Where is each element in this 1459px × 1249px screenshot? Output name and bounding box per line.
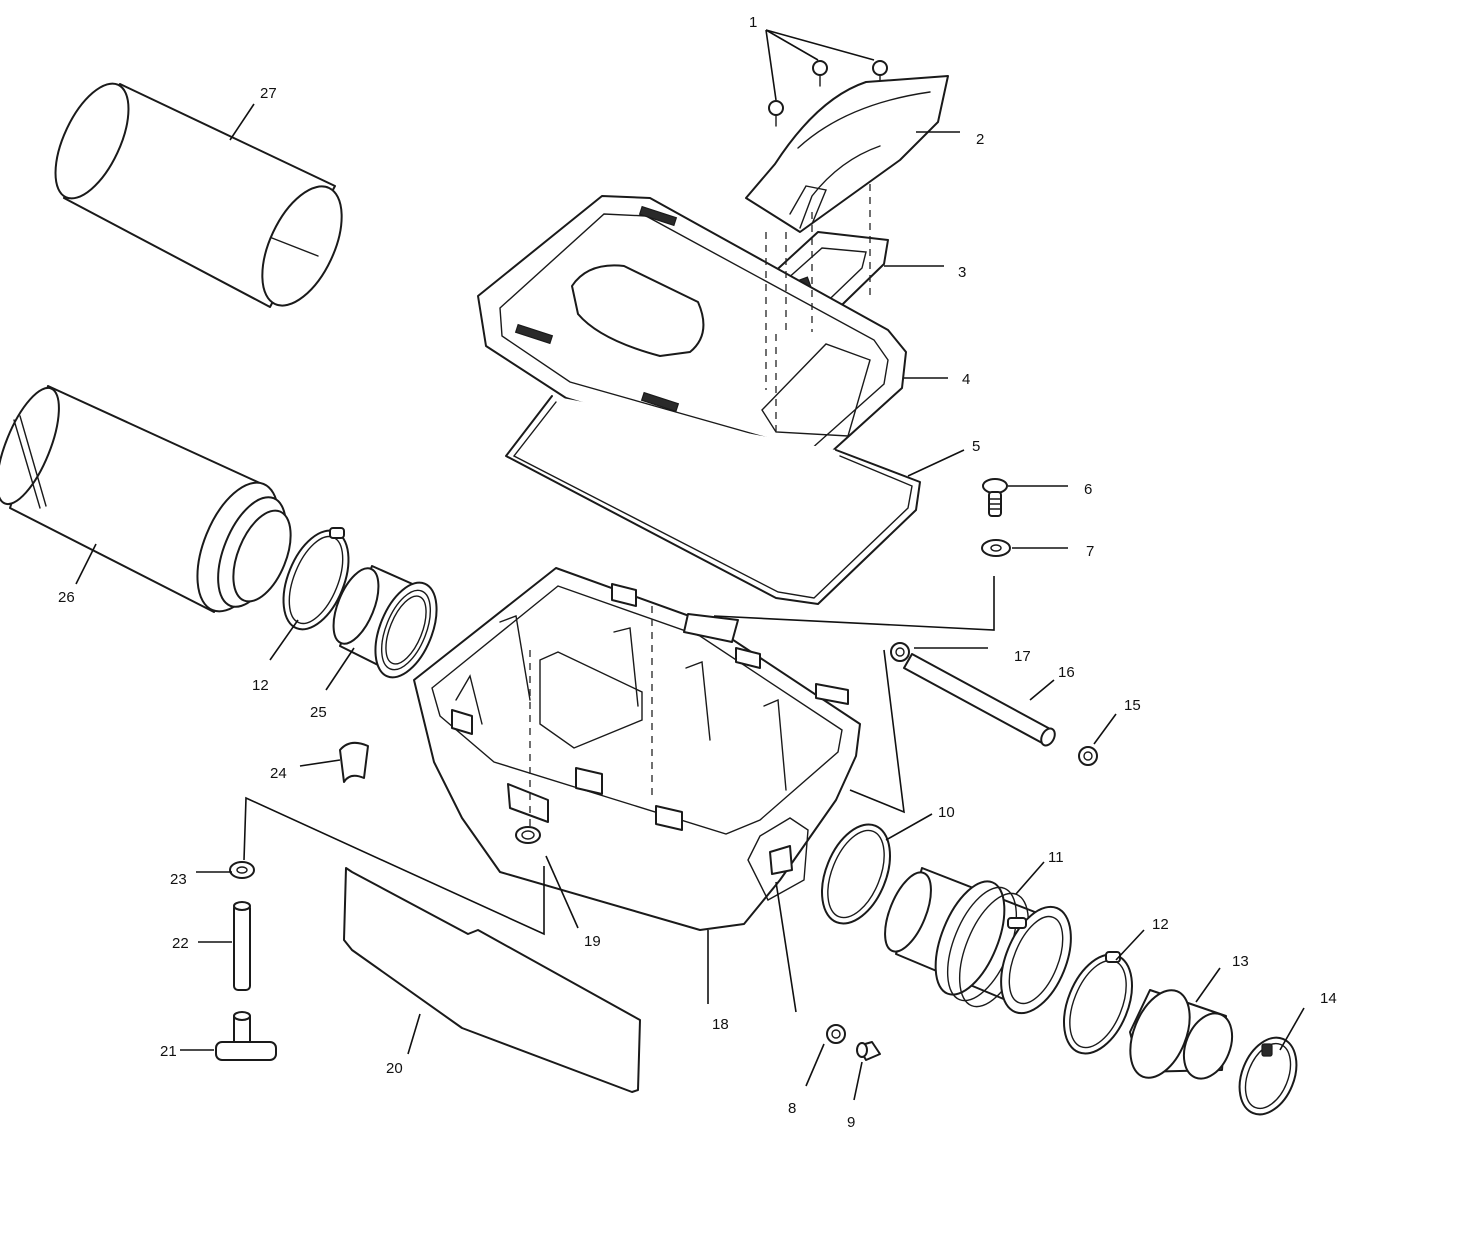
alignment-lines <box>529 184 871 830</box>
callout-14: 14 <box>1320 990 1337 1007</box>
part-6-bolt <box>982 478 1008 517</box>
part-24-clip <box>339 741 369 783</box>
part-8-nut <box>826 1024 846 1044</box>
callout-20: 20 <box>386 1060 403 1077</box>
part-12-clamp-left <box>282 527 350 631</box>
part-7-washer <box>981 539 1011 557</box>
callout-19: 19 <box>584 933 601 950</box>
callout-22: 22 <box>172 935 189 952</box>
part-13-rubber-boot <box>1129 989 1234 1080</box>
part-18-airbox-base <box>413 567 861 931</box>
part-10-o-ring <box>821 823 891 925</box>
part-14-hose-clamp <box>1238 1036 1298 1116</box>
part-9-plug <box>856 1041 881 1061</box>
part-26-air-filter <box>0 385 292 613</box>
callout-5: 5 <box>972 438 980 455</box>
callout-1: 1 <box>749 14 757 31</box>
part-27-prefilter-sleeve <box>54 82 343 308</box>
callout-4: 4 <box>962 371 970 388</box>
callout-labels: 1 2 3 4 5 6 7 8 9 10 11 12 12 13 14 15 1… <box>58 14 1337 1131</box>
callout-12-right: 12 <box>1152 916 1169 933</box>
part-5-gasket <box>505 395 921 605</box>
callout-27: 27 <box>260 85 277 102</box>
callout-12-left: 12 <box>252 677 269 694</box>
callout-8: 8 <box>788 1100 796 1117</box>
part-12-clamp-right <box>1063 951 1133 1055</box>
callout-9: 9 <box>847 1114 855 1131</box>
callout-23: 23 <box>170 871 187 888</box>
callout-26: 26 <box>58 589 75 606</box>
callout-24: 24 <box>270 765 287 782</box>
part-16-drain-hose <box>903 653 1056 747</box>
callout-18: 18 <box>712 1016 729 1033</box>
callout-3: 3 <box>958 264 966 281</box>
callout-25: 25 <box>310 704 327 721</box>
callout-10: 10 <box>938 804 955 821</box>
callout-6: 6 <box>1084 481 1092 498</box>
callout-11: 11 <box>1048 849 1064 866</box>
callout-17: 17 <box>1014 648 1031 665</box>
part-4-airbox-cover <box>477 195 907 469</box>
part-2-intake-duct <box>745 75 949 233</box>
callout-16: 16 <box>1058 664 1075 681</box>
part-21-tee-fitting <box>215 1011 277 1061</box>
callout-7: 7 <box>1086 543 1094 560</box>
callout-2: 2 <box>976 131 984 148</box>
part-25-threaded-nut <box>332 565 438 679</box>
callout-21: 21 <box>160 1043 177 1060</box>
leader-lines <box>75 29 1305 1101</box>
part-23-hose-clip <box>229 861 255 879</box>
part-11-outlet-adapter <box>884 867 1072 1015</box>
part-17-hose-clip <box>890 642 910 662</box>
part-20-floor-pad <box>343 867 641 1093</box>
callout-13: 13 <box>1232 953 1249 970</box>
part-22-drain-tube <box>233 901 251 991</box>
part-15-hose-clip <box>1078 746 1098 766</box>
callout-15: 15 <box>1124 697 1141 714</box>
